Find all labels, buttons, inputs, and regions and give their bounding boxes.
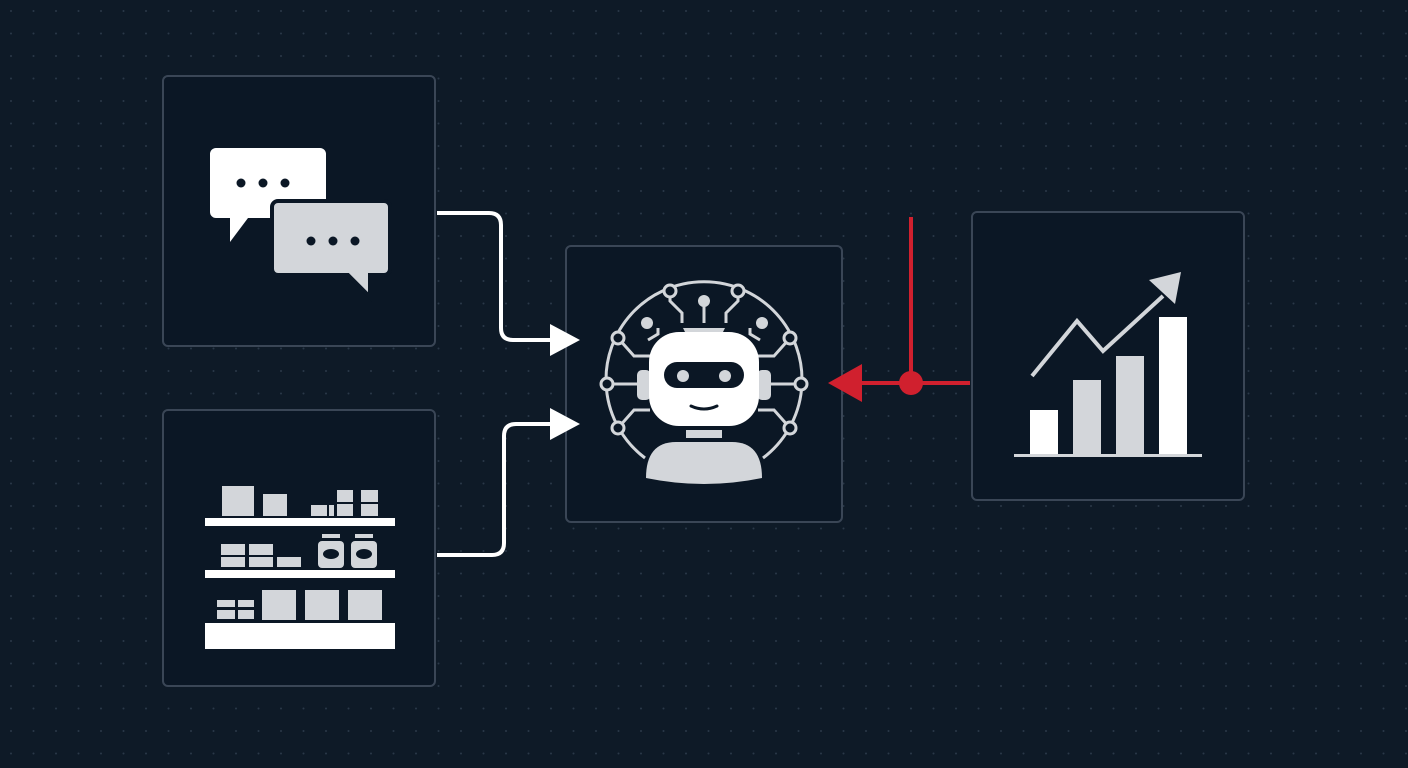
junction-dot: [899, 371, 923, 395]
inventory-panel: [162, 409, 436, 687]
robot-neural-network-icon: [599, 280, 809, 484]
ai-panel: [565, 245, 843, 523]
analytics-panel: [971, 211, 1245, 501]
arrowhead-icon: [550, 324, 580, 356]
arrowhead-icon: [828, 364, 862, 402]
arrowhead-icon: [550, 408, 580, 440]
chat-bubbles-icon: [210, 148, 392, 302]
store-shelves-icon: [205, 486, 395, 649]
connector-analytics-to-ai: [828, 217, 970, 402]
connector-inventory-to-ai: [437, 408, 580, 557]
chat-panel: [162, 75, 436, 347]
connector-chat-to-ai: [437, 211, 580, 356]
growth-bar-chart-icon: [1014, 272, 1202, 457]
